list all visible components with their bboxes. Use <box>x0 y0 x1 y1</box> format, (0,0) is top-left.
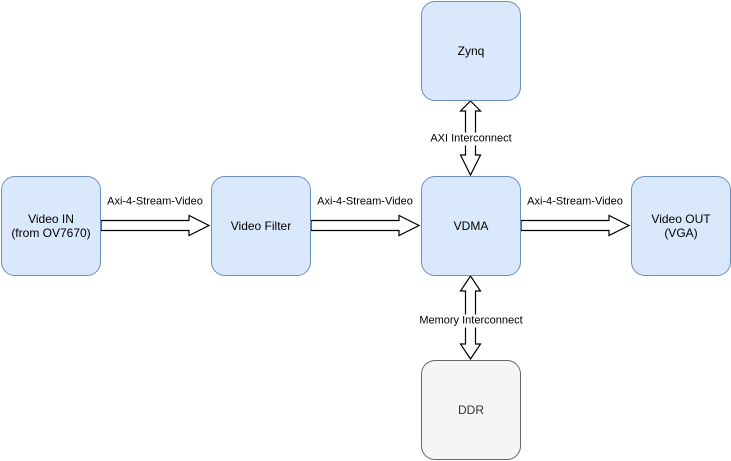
arrow-filter-to-vdma <box>310 214 421 237</box>
edge-label-vdma-to-out: Axi-4-Stream-Video <box>526 195 624 209</box>
node-video-out: Video OUT (VGA) <box>631 176 731 276</box>
node-ddr: DDR <box>421 360 521 460</box>
edge-label-filter-to-vdma: Axi-4-Stream-Video <box>316 195 414 209</box>
edge-label-vdma-ddr: Memory Interconnect <box>418 314 524 328</box>
arrow-vdma-to-out <box>520 214 631 237</box>
node-video-filter: Video Filter <box>211 176 311 276</box>
arrow-in-to-filter <box>100 214 211 237</box>
node-video-in: Video IN (from OV7670) <box>1 176 101 276</box>
edge-label-in-to-filter: Axi-4-Stream-Video <box>106 195 204 209</box>
node-zynq: Zynq <box>421 1 521 101</box>
edge-label-zynq-vdma: AXI Interconnect <box>429 132 513 146</box>
node-vdma: VDMA <box>421 176 521 276</box>
